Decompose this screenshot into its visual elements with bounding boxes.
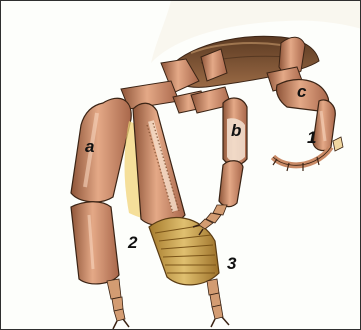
label-3: 3 (227, 255, 236, 272)
label-b: b (231, 122, 241, 139)
label-c: c (297, 83, 306, 100)
label-1: 1 (307, 129, 316, 146)
label-a: a (85, 138, 94, 155)
leg-2-3 (125, 91, 230, 327)
label-2: 2 (128, 234, 137, 251)
